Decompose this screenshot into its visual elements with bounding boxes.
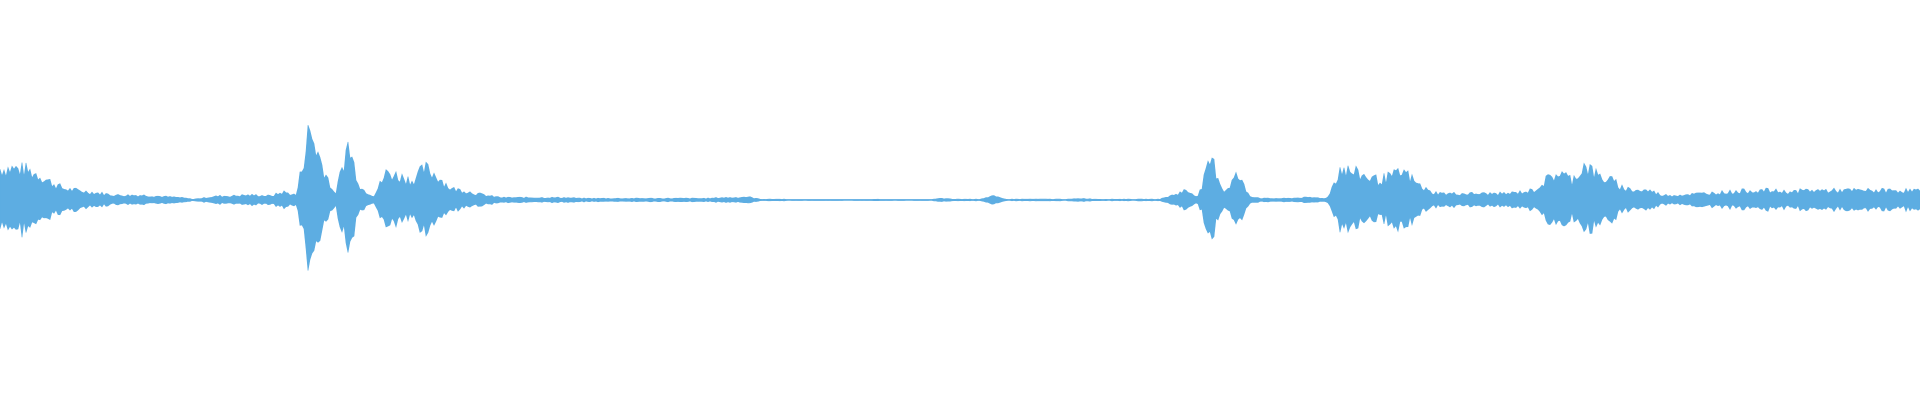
waveform-shape [0,124,1920,271]
